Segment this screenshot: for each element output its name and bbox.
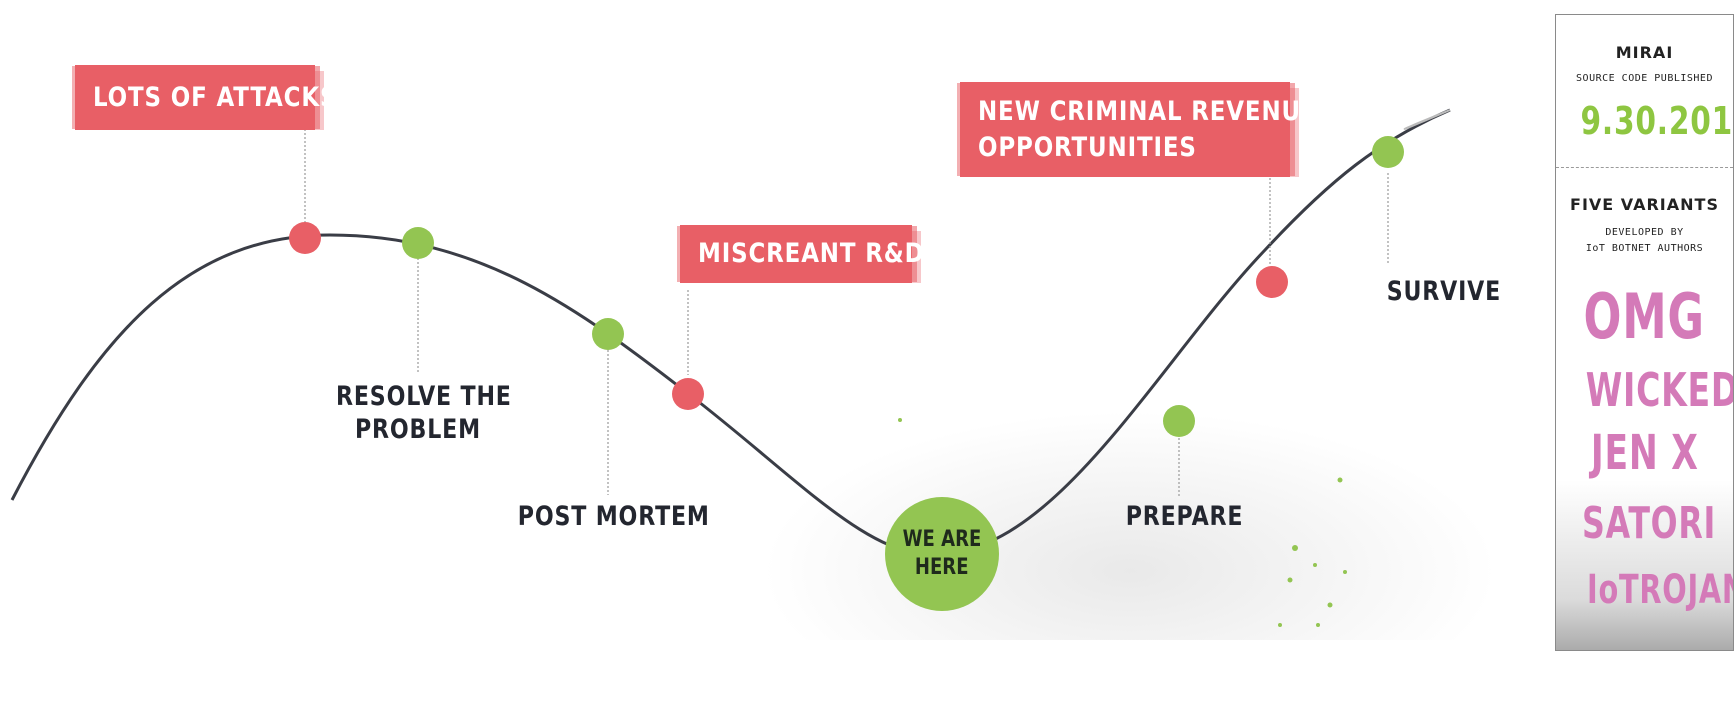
variant-satori-text: SATORI	[1582, 498, 1716, 549]
label-resolve: RESOLVE THE PROBLEM	[336, 380, 512, 446]
label-resolve-line2: PROBLEM	[355, 414, 481, 445]
dot-resolve	[402, 227, 434, 259]
variant-jenx-text: JEN X	[1590, 425, 1699, 481]
banner-newcrim-line1: NEW CRIMINAL REVENUE	[978, 95, 1318, 127]
variants-title: FIVE VARIANTS	[1570, 195, 1719, 214]
variant-jenx: JEN X	[1556, 425, 1733, 481]
banner-miscreant: MISCREANT R&D	[680, 225, 925, 283]
we-are-line1: WE ARE	[902, 527, 982, 552]
variant-omg: OMG	[1556, 280, 1733, 353]
we-are-here-badge: WE ARE HERE	[885, 497, 999, 611]
dot-survive	[1372, 136, 1404, 168]
dot-prepare	[1163, 405, 1195, 437]
mirai-info-panel: MIRAI SOURCE CODE PUBLISHED 9.30.2016 FI…	[1555, 14, 1734, 651]
dot-miscreant	[672, 378, 704, 410]
we-are-line2: HERE	[915, 555, 969, 580]
curve-tail	[1403, 109, 1451, 130]
panel-date: 9.30.2016	[1556, 99, 1733, 143]
panel-subtitle: SOURCE CODE PUBLISHED	[1576, 73, 1713, 84]
banner-newcrim-line2: OPPORTUNITIES	[978, 131, 1197, 163]
variant-omg-text: OMG	[1583, 280, 1706, 353]
label-prepare-text: PREPARE	[1125, 501, 1244, 532]
variants-sub-2: IoT BOTNET AUTHORS	[1585, 243, 1704, 254]
panel-texture	[1556, 480, 1733, 650]
dot-lots-of-attacks	[289, 222, 321, 254]
panel-divider	[1556, 167, 1733, 168]
label-post-mortem: POST MORTEM	[517, 500, 710, 533]
variant-wicked: WICKED	[1556, 363, 1733, 417]
panel-title: MIRAI	[1615, 43, 1674, 62]
background-texture	[760, 410, 1500, 640]
label-postmortem-text: POST MORTEM	[517, 501, 710, 532]
dot-new-criminal	[1256, 266, 1288, 298]
variants-sub-1: DEVELOPED BY	[1605, 227, 1684, 238]
variant-iotrojan-text: IoTROJAN	[1587, 567, 1734, 613]
label-survive: SURVIVE	[1386, 275, 1502, 308]
banner-lots-text: LOTS OF ATTACKS	[93, 81, 338, 113]
banner-miscreant-text: MISCREANT R&D	[698, 238, 925, 269]
panel-date-text: 9.30.2016	[1580, 99, 1734, 143]
banner-lots-of-attacks: LOTS OF ATTACKS	[75, 65, 338, 130]
dot-postmortem	[592, 318, 624, 350]
variant-wicked-text: WICKED	[1585, 363, 1734, 417]
label-prepare: PREPARE	[1125, 500, 1244, 533]
label-resolve-line1: RESOLVE THE	[336, 381, 512, 412]
variant-iotrojan: IoTROJAN	[1556, 567, 1733, 613]
label-survive-text: SURVIVE	[1386, 276, 1502, 307]
banner-new-criminal: NEW CRIMINAL REVENUE OPPORTUNITIES	[960, 82, 1318, 177]
lifecycle-curve	[10, 108, 1451, 557]
variant-satori: SATORI	[1556, 498, 1733, 549]
